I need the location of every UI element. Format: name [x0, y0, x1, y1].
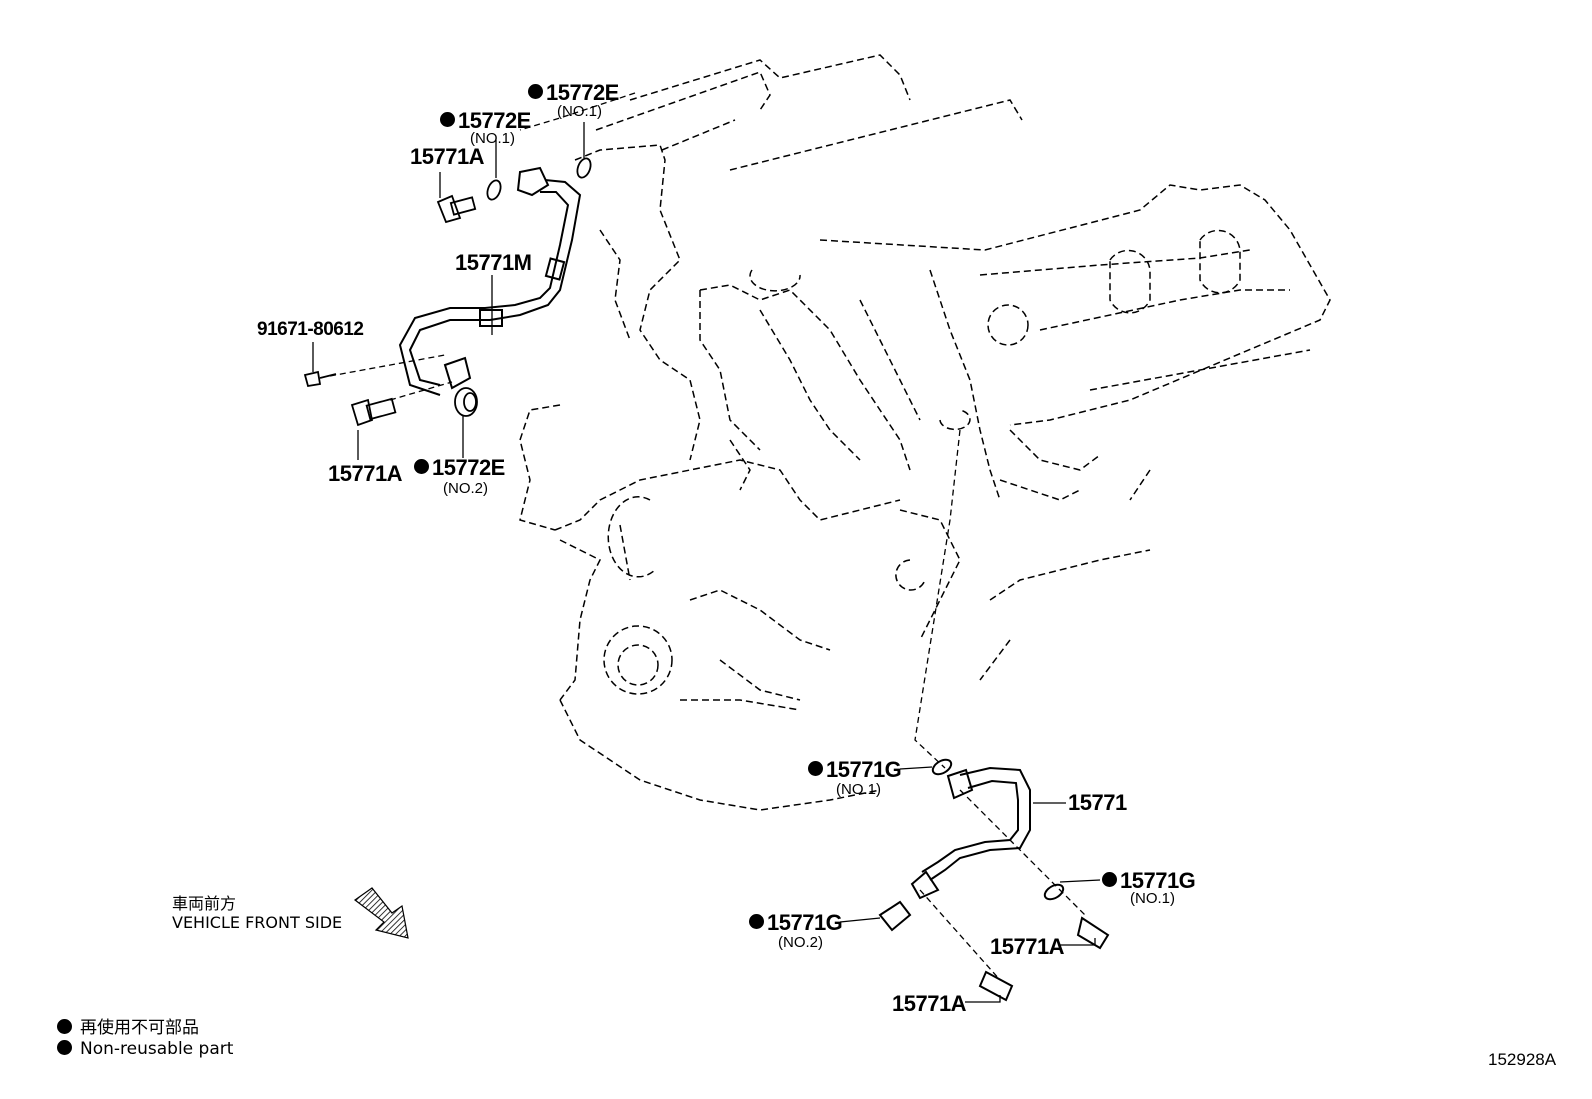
legend-en: Non-reusable part — [57, 1039, 233, 1059]
part-label-15771a-right[interactable]: 15771A — [990, 934, 1065, 959]
part-note-15771g-no2: (NO.2) — [778, 934, 823, 951]
part-label-15772e-top[interactable]: 15772E — [528, 82, 619, 104]
part-note-15771g-left: (NO.1) — [836, 781, 881, 798]
oil-pipe-15771 — [878, 758, 1110, 1002]
part-label-15771[interactable]: 15771 — [1068, 790, 1127, 815]
part-label-15771g-left[interactable]: 15771G — [808, 759, 902, 781]
non-reusable-dot-icon — [57, 1040, 72, 1055]
non-reusable-dot-icon — [808, 761, 823, 776]
part-label-15771a-left[interactable]: 15771A — [328, 461, 403, 486]
non-reusable-dot-icon — [528, 84, 543, 99]
part-label-15771m[interactable]: 15771M — [455, 250, 532, 275]
vehicle-front-jp: 車両前方 — [172, 894, 237, 913]
part-label-15772e-mid[interactable]: 15772E — [440, 110, 531, 132]
figure-code: 152928A — [1488, 1050, 1557, 1069]
legend-jp: 再使用不可部品 — [57, 1013, 199, 1038]
upper-bolts-and-gaskets — [303, 157, 592, 427]
leader-lines — [312, 122, 1101, 1003]
oil-pipe-15771m — [398, 166, 582, 396]
engine-block-outline — [519, 54, 1331, 811]
part-label-15771a-bottom[interactable]: 15771A — [892, 991, 967, 1016]
part-label-15771g-no2[interactable]: 15771G — [749, 912, 843, 934]
part-note-15772e-mid: (NO.1) — [470, 130, 515, 147]
vehicle-front-en: VEHICLE FRONT SIDE — [172, 913, 343, 932]
non-reusable-dot-icon — [414, 459, 429, 474]
part-label-15771g-right[interactable]: 15771G — [1102, 870, 1196, 892]
non-reusable-dot-icon — [440, 112, 455, 127]
assembly-dashed-lines — [329, 92, 1086, 981]
part-note-15772e-no2: (NO.2) — [443, 480, 488, 497]
non-reusable-dot-icon — [57, 1019, 72, 1034]
part-label-91671-80612[interactable]: 91671-80612 — [257, 319, 364, 340]
non-reusable-dot-icon — [1102, 872, 1117, 887]
non-reusable-dot-icon — [749, 914, 764, 929]
vehicle-front-arrow — [353, 887, 409, 939]
part-note-15772e-top: (NO.1) — [557, 103, 602, 120]
part-label-15772e-no2[interactable]: 15772E — [414, 457, 505, 479]
part-label-15771a-top[interactable]: 15771A — [410, 144, 485, 169]
part-note-15771g-right: (NO.1) — [1130, 890, 1175, 907]
